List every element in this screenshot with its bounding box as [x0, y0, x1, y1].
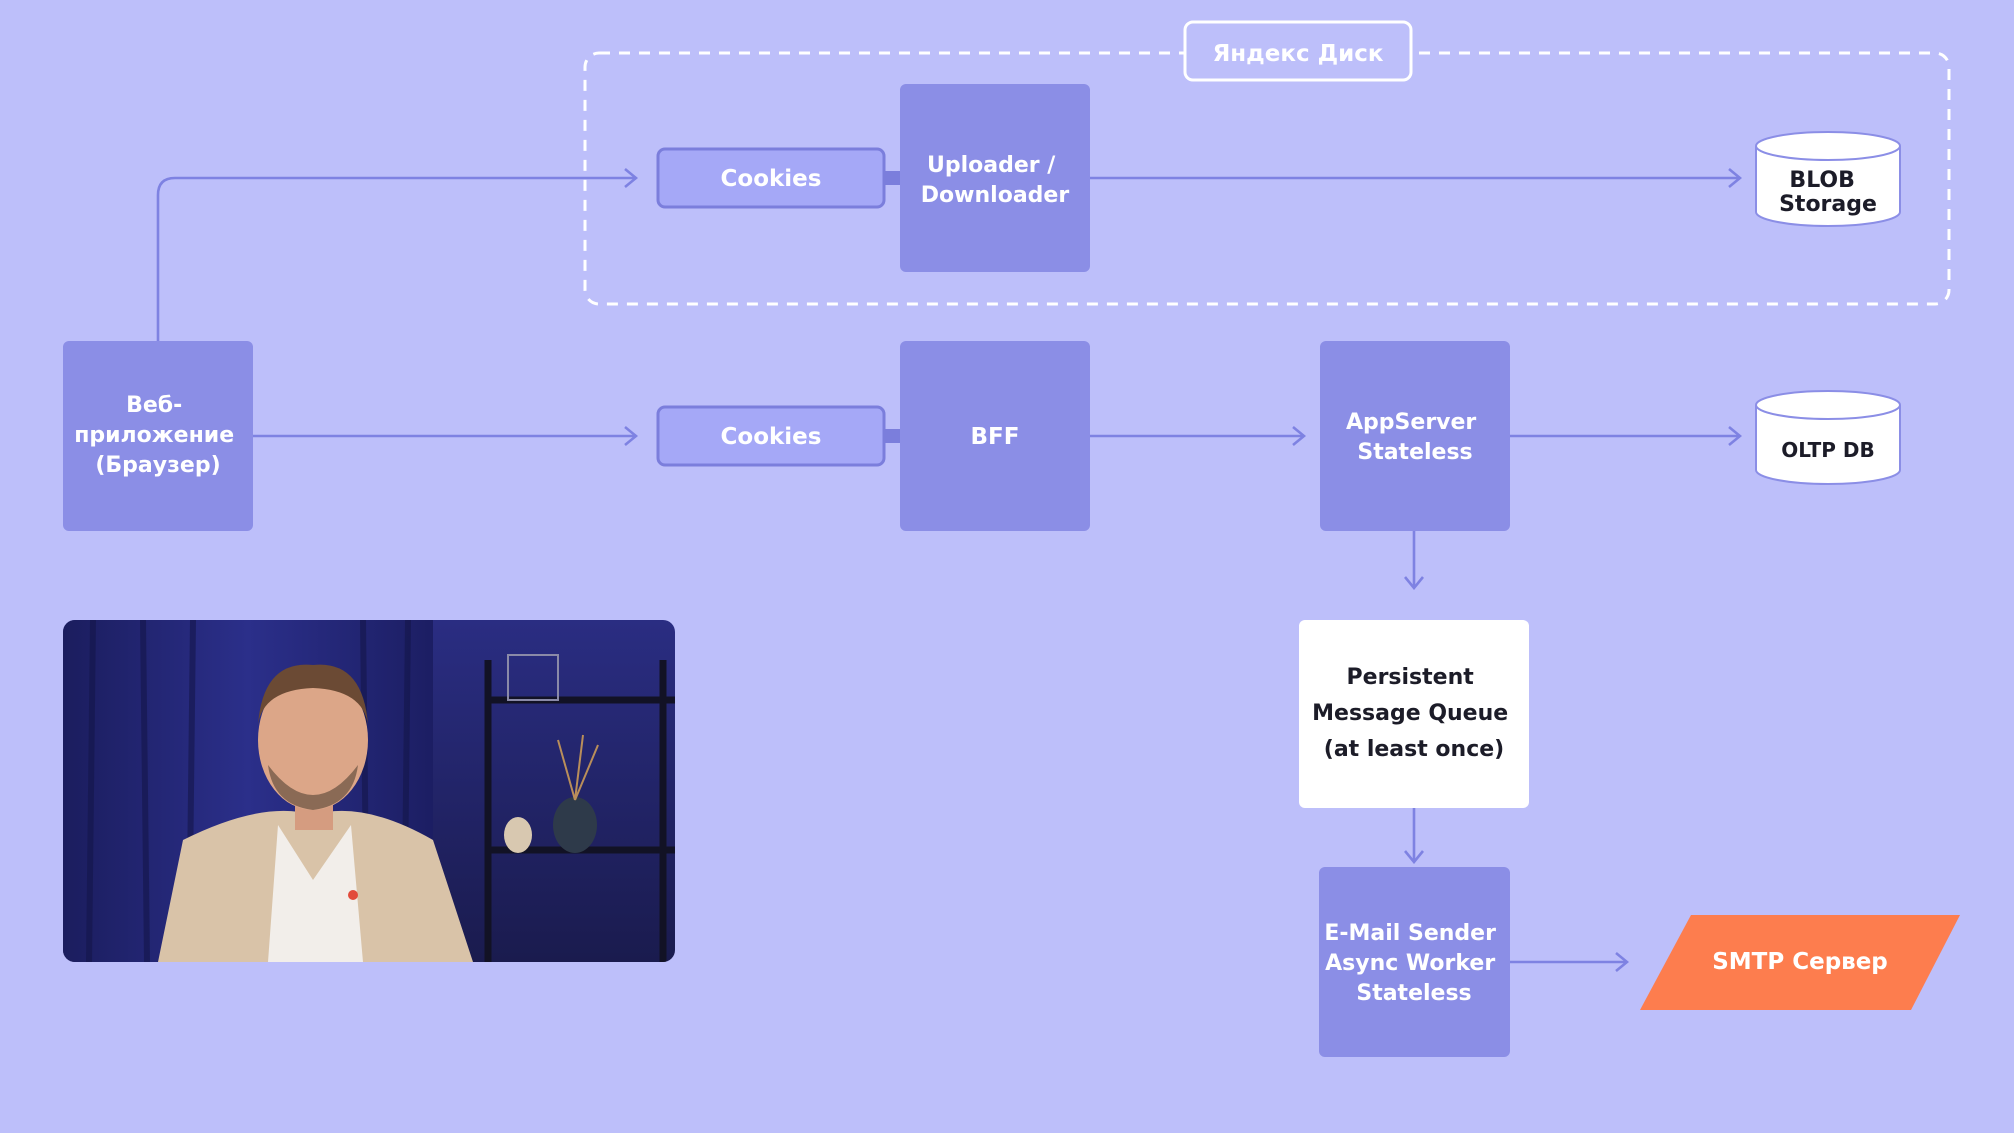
node-oltp-db[interactable]: OLTP DB: [1755, 390, 1901, 485]
svg-text:E-Mail Sender Async Work: E-Mail Sender Async Worker Stateless: [1324, 921, 1503, 1006]
speaker-video: [63, 620, 675, 962]
node-email-sender[interactable]: E-Mail Sender Async Worker Stateless: [1319, 867, 1510, 1057]
node-cookies-top[interactable]: Cookies: [656, 147, 886, 209]
svg-text:AppServer Stateless: AppServer Stateless: [1346, 410, 1484, 465]
yandex-disk-label-box: [1183, 20, 1413, 82]
web-app-line-1: Веб-: [126, 393, 182, 418]
blob-line-2: Storage: [1779, 192, 1877, 217]
oltp-label: OLTP DB: [1781, 438, 1875, 462]
queue-line-3: (at least once): [1324, 737, 1504, 762]
connector-cookies-bff: [884, 429, 900, 443]
queue-line-2: Message Queue: [1312, 701, 1508, 726]
cookies-top-label: Cookies: [721, 166, 822, 192]
svg-text:Persistent Message Queue: Persistent Message Queue (at least once): [1312, 665, 1516, 762]
svg-text:Веб- приложение (Б: Веб- приложение (Браузер): [74, 393, 242, 478]
edge-web-to-cookies-top: [156, 178, 636, 341]
queue-line-1: Persistent: [1347, 665, 1475, 690]
connector-cookies-uploader: [884, 171, 900, 185]
svg-text:Uploader / Downloader: Uploader / Downloader: [921, 153, 1070, 208]
node-message-queue[interactable]: Persistent Message Queue (at least once): [1299, 620, 1529, 808]
bff-label: BFF: [971, 424, 1020, 450]
speaker-head: [258, 670, 368, 810]
web-app-line-2: приложение: [74, 423, 234, 448]
cookies-mid-label: Cookies: [721, 424, 822, 450]
email-line-3: Stateless: [1356, 981, 1471, 1006]
uploader-line-2: Downloader: [921, 183, 1070, 208]
web-app-line-3: (Браузер): [95, 453, 220, 478]
uploader-line-1: Uploader /: [927, 153, 1056, 178]
svg-text:BLOB Storage: BLOB Storage: [1779, 168, 1877, 217]
appserver-line-1: AppServer: [1346, 410, 1476, 435]
node-bff[interactable]: BFF: [900, 341, 1090, 531]
node-web-app[interactable]: Веб- приложение (Браузер): [63, 341, 253, 531]
node-blob-storage[interactable]: BLOB Storage: [1755, 131, 1901, 227]
appserver-line-2: Stateless: [1357, 440, 1472, 465]
node-appserver[interactable]: AppServer Stateless: [1320, 341, 1510, 531]
smtp-label: SMTP Сервер: [1712, 949, 1888, 975]
yandex-disk-label: Яндекс Диск: [1213, 41, 1384, 67]
email-line-2: Async Worker: [1325, 951, 1495, 976]
node-cookies-mid[interactable]: Cookies: [656, 405, 886, 467]
blob-line-1: BLOB: [1789, 168, 1854, 193]
node-smtp-server[interactable]: SMTP Сервер: [1640, 915, 1960, 1010]
node-uploader-downloader[interactable]: Uploader / Downloader: [900, 84, 1090, 272]
email-line-1: E-Mail Sender: [1324, 921, 1496, 946]
